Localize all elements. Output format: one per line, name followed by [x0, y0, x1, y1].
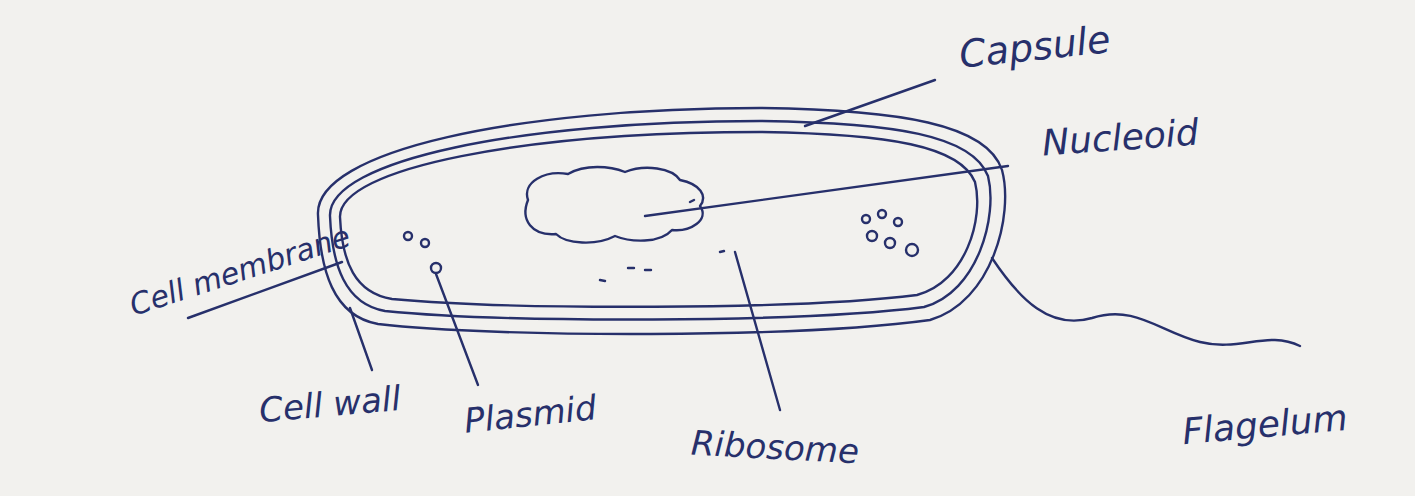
ribosome-dot	[867, 231, 877, 241]
part-label: Plasmid	[462, 389, 598, 440]
plasmid-dot	[431, 263, 441, 273]
capsule-outline	[318, 108, 1005, 334]
leader-line	[436, 274, 478, 385]
part-label: Flagelum	[1181, 398, 1349, 452]
flagellum	[992, 258, 1300, 346]
part-label: Cell wall	[258, 380, 403, 430]
part-label: Ribosome	[690, 425, 860, 471]
ribosome-dot	[906, 244, 918, 256]
ribosome-dot	[885, 238, 895, 248]
leader-line	[805, 80, 935, 126]
ribosome-dot	[878, 210, 886, 218]
leader-line	[735, 252, 780, 410]
ribosome-dot	[421, 239, 429, 247]
leader-line	[350, 308, 372, 370]
ribosome-dot	[404, 232, 412, 240]
cell-wall-outline	[330, 121, 990, 320]
ribosome-dot	[894, 218, 902, 226]
part-label: Nucleoid	[1041, 113, 1200, 163]
part-label: Capsule	[957, 19, 1112, 76]
ribosome-dot	[862, 215, 870, 223]
leader-line	[645, 166, 1008, 216]
cell-membrane-outline	[340, 132, 977, 307]
ribosome-marks	[600, 200, 724, 281]
nucleoid-shape	[526, 167, 704, 243]
